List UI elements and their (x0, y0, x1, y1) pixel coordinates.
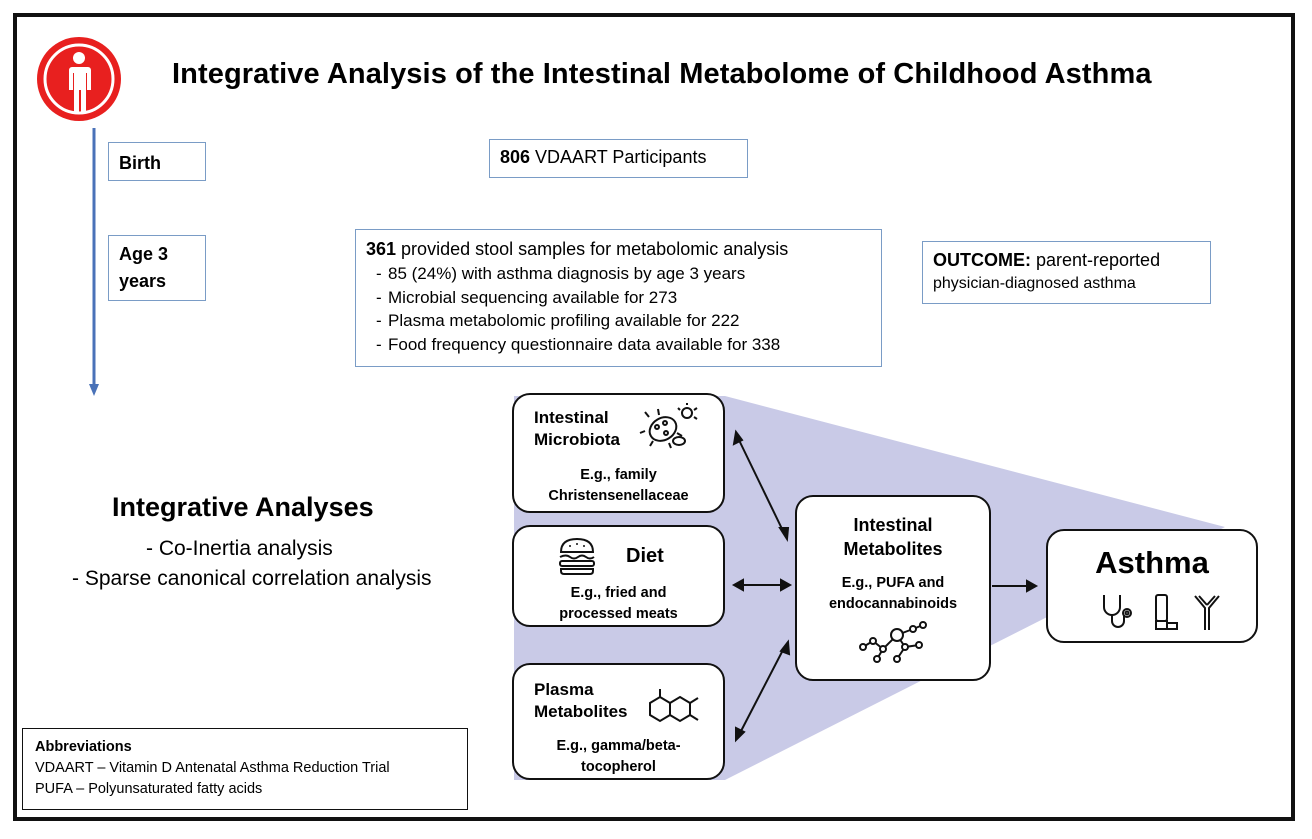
participants-text: VDAART Participants (530, 147, 707, 167)
arrows (731, 429, 1039, 743)
timeline-arrow (89, 128, 99, 396)
samples-box: 361 provided stool samples for metabolom… (355, 229, 882, 367)
plasma-title: Plasma (534, 680, 594, 699)
list-item: Microbial sequencing available for 273 (366, 286, 881, 310)
stage-birth: Birth (108, 142, 206, 181)
burger-icon (559, 537, 595, 575)
asthma-title: Asthma (1095, 545, 1209, 580)
samples-count: 361 (366, 239, 397, 259)
antibody-icon (1194, 595, 1220, 630)
plasma-example-2: tocopherol (581, 759, 656, 775)
participants-box: 806 VDAART Participants (489, 139, 748, 178)
outcome-text: parent-reported (1031, 250, 1161, 270)
abbreviations-heading: Abbreviations (35, 739, 132, 755)
stage-birth-label: Birth (119, 153, 161, 173)
stage-age3-label: Age 3 (119, 244, 169, 264)
metabolites-title-2: Metabolites (843, 539, 943, 559)
molecule-icon (649, 689, 699, 723)
inhaler-icon (1155, 594, 1178, 630)
diet-title: Diet (626, 545, 664, 567)
list-item: 85 (24%) with asthma diagnosis by age 3 … (366, 262, 881, 286)
integrative-item: - Sparse canonical correlation analysis (72, 567, 432, 590)
participants-count: 806 (500, 147, 531, 167)
outcome-line2: physician-diagnosed asthma (933, 275, 1136, 292)
arrow-microbiota-metabolites (737, 437, 785, 534)
samples-list: 85 (24%) with asthma diagnosis by age 3 … (366, 262, 881, 356)
metabolites-example: E.g., PUFA and (841, 575, 945, 591)
outcome-label: OUTCOME: (933, 250, 1031, 270)
plasma-title-2: Metabolites (534, 702, 628, 721)
abbreviations-box: Abbreviations VDAART – Vitamin D Antenat… (22, 728, 468, 810)
page-title: Integrative Analysis of the Intestinal M… (172, 58, 1152, 90)
outcome-box: OUTCOME: parent-reported physician-diagn… (922, 241, 1211, 304)
stage-age3: Age 3 years (108, 235, 206, 301)
node-plasma-metabolites: Plasma Metabolites E.g., gamma/beta- toc… (512, 663, 725, 780)
list-item: Food frequency questionnaire data availa… (366, 333, 881, 357)
bacteria-icon (639, 403, 698, 449)
microbiota-title-2: Microbiota (534, 430, 620, 449)
samples-text: provided stool samples for metabolomic a… (396, 239, 789, 259)
figure-frame (13, 13, 1295, 821)
node-diet: Diet E.g., fried and processed meats (512, 525, 725, 627)
diet-example: E.g., fried and (570, 585, 667, 601)
node-intestinal-microbiota: Intestinal Microbiota E.g., family Chris… (512, 393, 725, 513)
microbiota-title: Intestinal (534, 408, 609, 427)
node-intestinal-metabolites: Intestinal Metabolites E.g., PUFA and en… (795, 495, 991, 681)
microbiota-example: E.g., family (580, 467, 657, 483)
molecule-network-icon (859, 621, 927, 663)
metabolites-example-2: endocannabinoids (828, 596, 958, 612)
diet-example-2: processed meats (559, 606, 678, 622)
arrow-plasma-metabolites (739, 647, 785, 734)
microbiota-example-2: Christensenellaceae (548, 488, 689, 504)
node-asthma: Asthma (1046, 529, 1258, 643)
abbreviation-line: PUFA – Polyunsaturated fatty acids (35, 781, 263, 797)
abbreviation-line: VDAART – Vitamin D Antenatal Asthma Redu… (35, 760, 390, 776)
stage-age3-label-2: years (119, 271, 167, 291)
plasma-example: E.g., gamma/beta- (556, 738, 681, 754)
list-item: Plasma metabolomic profiling available f… (366, 309, 881, 333)
person-icon (37, 37, 121, 121)
integrative-item: - Co-Inertia analysis (146, 537, 333, 560)
metabolites-title: Intestinal (853, 515, 933, 535)
stethoscope-icon (1103, 595, 1132, 628)
integrative-title: Integrative Analyses (112, 492, 374, 522)
